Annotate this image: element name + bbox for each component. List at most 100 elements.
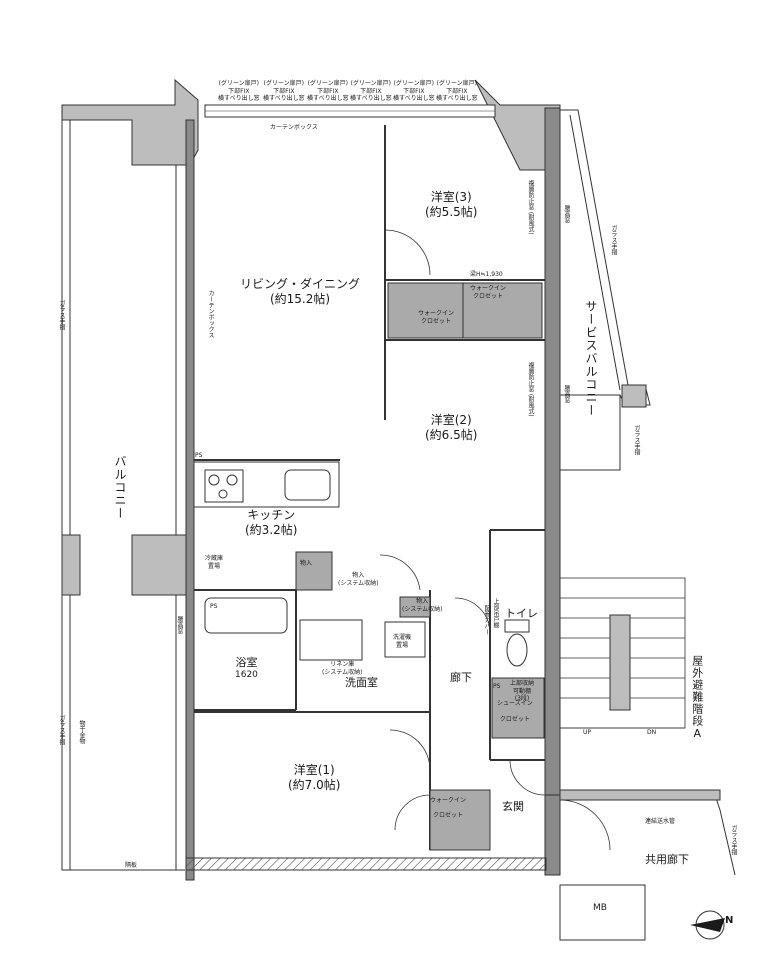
- label-linen: リネン庫 (システム収納): [322, 661, 363, 676]
- label-stair-up: UP: [583, 729, 592, 736]
- service-balcony-outline: [560, 109, 651, 471]
- door-fix-2-l3: 横すべり出し窓: [263, 95, 305, 102]
- sink: [284, 469, 331, 501]
- upper-sash-3: (3段): [514, 695, 530, 702]
- label-storage-3: 物入 (システム収納): [402, 598, 443, 613]
- label-top-cabinet: 上部吊戸棚: [492, 598, 499, 628]
- door-fix-4-l3: 横すべり出し窓: [350, 95, 392, 102]
- label-shoes: シューズイン クロゼット: [497, 700, 533, 723]
- label-waist-wall-1: 腰高窓: [563, 205, 570, 223]
- column-top-left: [61, 78, 199, 166]
- door-fix-5-l2: 下部FIX: [403, 87, 425, 95]
- western2-name: 洋室(2): [430, 413, 472, 427]
- western2-size: (約6.5帖): [425, 428, 478, 442]
- label-balcony: バルコニー: [113, 455, 127, 520]
- shoes-text: シューズイン: [497, 700, 533, 707]
- western3-size: (約5.5帖): [425, 205, 478, 219]
- label-service-balcony: サービスバルコニー: [584, 300, 598, 417]
- wic1-line2: クロゼット: [433, 811, 464, 819]
- bathtub: [204, 597, 288, 634]
- stair-well: [609, 614, 631, 711]
- linen-text: リネン庫: [330, 661, 355, 668]
- wic-3: [461, 282, 543, 339]
- label-double-sash-3: 複層防止窓 (耐風式): [527, 180, 534, 235]
- washer: [384, 621, 426, 658]
- wall-left: [185, 119, 195, 881]
- toilet-bowl: [506, 633, 528, 667]
- wall-right-lower: [544, 794, 561, 876]
- label-western3: 洋室(3) (約5.5帖): [425, 190, 477, 220]
- label-bath: 浴室 1620: [235, 656, 258, 681]
- door-fix-1-l1: (グリーン扉戸): [218, 80, 259, 87]
- label-wic3: ウォークイン クロゼット: [470, 285, 506, 300]
- door-fix-6-l1: (グリーン扉戸): [436, 80, 477, 87]
- label-door-fix-3: (グリーン扉戸) 下部FIX 横すべり出し窓: [307, 80, 349, 103]
- label-water-pipe: 連結送水管: [645, 818, 676, 825]
- column-right: [559, 789, 721, 801]
- door-fix-1-l2: 下部FIX: [228, 87, 250, 95]
- fridge-text: 冷蔵庫: [205, 555, 224, 562]
- stove: [204, 469, 244, 503]
- label-pipe-cover: 配管カバー: [483, 605, 490, 635]
- kitchen-size: (約3.2帖): [245, 523, 298, 537]
- label-glass-rail-3: ガラス手摺: [610, 225, 617, 255]
- door-fix-4-l1: (グリーン扉戸): [350, 80, 391, 87]
- door-fix-5-l3: 横すべり出し窓: [393, 95, 435, 102]
- wall-bottom: [185, 857, 547, 871]
- storage2-system: (システム収納): [338, 579, 379, 587]
- label-upper-sash: 上部収納 可動棚 (3段): [510, 680, 534, 703]
- western3-name: 洋室(3): [430, 190, 472, 204]
- door-fix-3-l3: 横すべり出し窓: [307, 95, 349, 102]
- label-corridor: 廊下: [450, 671, 472, 684]
- common-corridor-outline: [559, 794, 736, 941]
- door-fix-6-l2: 下部FIX: [446, 87, 468, 95]
- bath-size: 1620: [235, 669, 258, 680]
- label-door-fix-1: (グリーン扉戸) 下部FIX 横すべり出し窓: [218, 80, 260, 103]
- label-waist-wall-2: 腰高窓: [563, 385, 570, 403]
- label-stair-dn: DN: [647, 729, 657, 736]
- label-ps-3: PS: [493, 683, 501, 690]
- kitchen-name: キッチン: [247, 508, 296, 522]
- label-partition: 隔板: [125, 862, 138, 869]
- balcony-outline: [61, 105, 185, 871]
- door-fix-2-l1: (グリーン扉戸): [263, 80, 304, 87]
- label-entrance: 玄関: [502, 800, 524, 813]
- label-curtain-box-vert: カーテンボックス: [207, 290, 214, 338]
- storage3-system: (システム収納): [402, 605, 443, 613]
- living-name: リビング・ダイニング: [240, 277, 361, 291]
- wic2-line2: クロゼット: [421, 317, 452, 325]
- shoes-closet: [491, 677, 545, 739]
- door-swings: [379, 229, 611, 851]
- label-double-sash-2: 複層防止窓 (耐風式): [527, 362, 534, 417]
- compass-rose: [690, 910, 725, 940]
- western1-size: (約7.0帖): [288, 778, 341, 792]
- storage-2: [399, 596, 431, 618]
- storage-1: [295, 551, 333, 591]
- label-living: リビング・ダイニング (約15.2帖): [240, 277, 360, 307]
- label-wic1: ウォークイン クロゼット: [430, 797, 466, 819]
- label-common-corridor: 共用廊下: [645, 853, 689, 866]
- door-fix-1-l3: 横すべり出し窓: [218, 95, 260, 102]
- label-door-fix-5: (グリーン扉戸) 下部FIX 横すべり出し窓: [393, 80, 435, 103]
- label-stairs: 屋外避難階段A: [690, 655, 704, 741]
- linen-system: (システム収納): [322, 668, 363, 676]
- storage1-text: 物入: [300, 560, 313, 567]
- door-fix-3-l2: 下部FIX: [317, 87, 339, 95]
- washer-text: 洗濯機: [393, 634, 412, 641]
- label-glass-rail-1: ガラス手摺: [58, 300, 65, 330]
- label-ps-1: PS: [195, 452, 203, 459]
- wic-1: [429, 789, 491, 851]
- bath-name: 浴室: [235, 656, 258, 669]
- column-left: [131, 534, 188, 596]
- label-glass-rail-4: ガラス手摺: [633, 425, 640, 455]
- label-waist-wall-3: 腰高窓: [176, 616, 183, 634]
- washer-text2: 置場: [396, 641, 409, 649]
- label-washroom: 洗面室: [345, 676, 378, 689]
- wic-2: [387, 282, 464, 339]
- label-wic2: ウォークイン クロゼット: [418, 310, 454, 325]
- label-metal-rail: 物干金物: [78, 720, 85, 744]
- label-curtain-box-top: カーテンボックス: [270, 124, 318, 131]
- label-door-fix-4: (グリーン扉戸) 下部FIX 横すべり出し窓: [350, 80, 392, 103]
- label-beam: 梁H≒1,930: [470, 271, 503, 278]
